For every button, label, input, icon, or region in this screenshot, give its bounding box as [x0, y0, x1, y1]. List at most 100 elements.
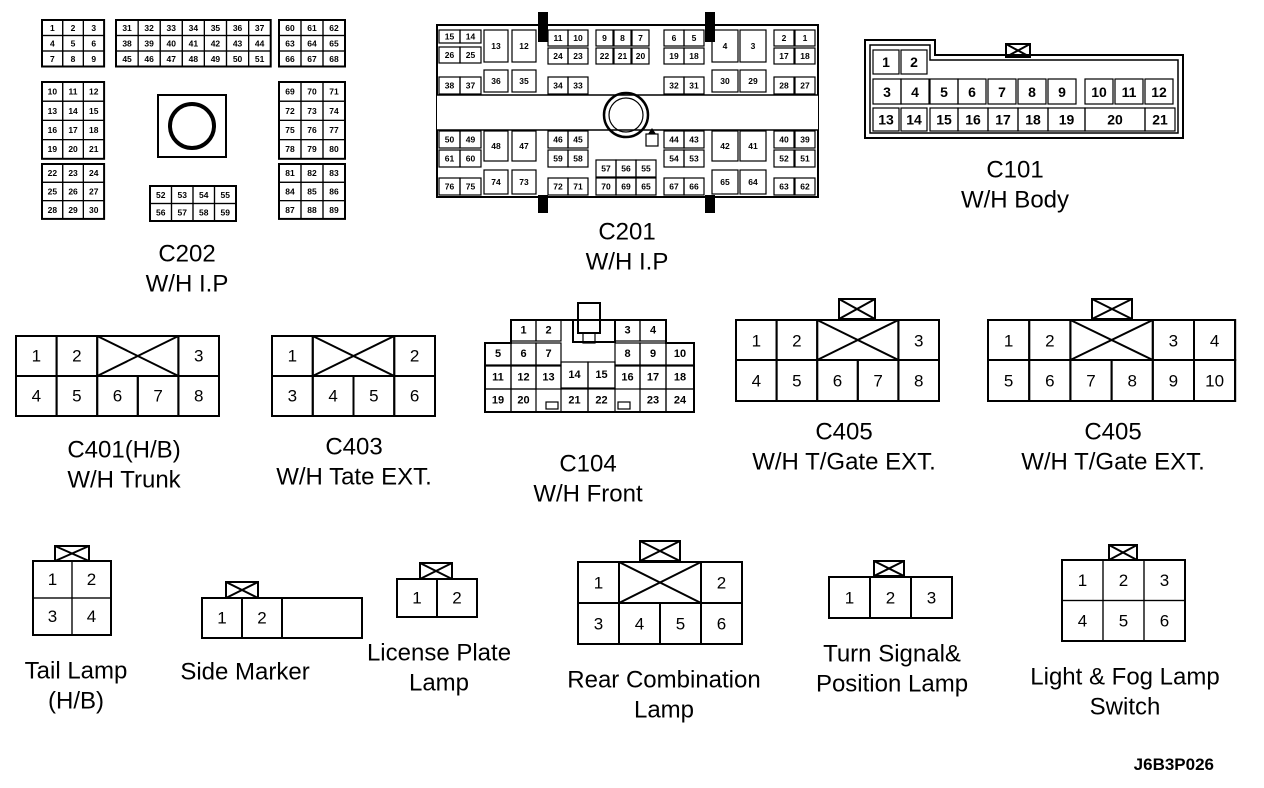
pin-number: 62 [329, 23, 339, 33]
c201-guide-circle [608, 97, 644, 133]
pin-number: 17 [68, 125, 78, 135]
rearcomb-name: Rear Combination [567, 667, 760, 694]
pin-number: 3 [624, 325, 630, 337]
pin-number: 70 [601, 182, 611, 192]
pin-cell [739, 169, 767, 195]
pin-cell [587, 388, 616, 413]
pin-number: 2 [87, 570, 96, 589]
pin-number: 66 [689, 182, 699, 192]
blocked-cross [312, 335, 395, 377]
pin-number: 8 [194, 387, 203, 406]
c101-name: C101 [986, 157, 1043, 184]
pin-cell [510, 388, 537, 413]
pin-cell [82, 139, 105, 160]
pin-cell [683, 76, 705, 95]
latch-cross [873, 560, 905, 577]
c104-name: C104 [559, 451, 616, 478]
pin-number: 8 [1127, 372, 1136, 391]
pin-cell [631, 47, 650, 65]
pin-number: 2 [792, 332, 801, 351]
pin-number: 8 [71, 54, 76, 64]
tail-name: Tail Lamp [25, 658, 128, 685]
pin-number: 23 [573, 51, 583, 61]
pin-number: 64 [748, 177, 758, 187]
pin-number: 7 [153, 387, 162, 406]
pin-number: 58 [573, 154, 583, 164]
pin-number: 59 [221, 207, 231, 217]
pin-number: 3 [48, 607, 57, 626]
pin-number: 14 [466, 32, 476, 42]
pin-number: 65 [329, 38, 339, 48]
pin-number: 29 [748, 76, 758, 86]
pin-number: 27 [800, 81, 810, 91]
pin-number: 19 [1059, 112, 1075, 128]
pin-number: 6 [717, 615, 726, 634]
pin-cell [872, 107, 900, 132]
pin-cell [700, 602, 743, 645]
pin-cell [683, 149, 705, 168]
pin-number: 4 [328, 387, 337, 406]
pin-cell [665, 342, 695, 366]
pin-number: 37 [466, 81, 476, 91]
pin-cell [82, 200, 105, 220]
pin-number: 14 [568, 369, 581, 381]
pin-number: 72 [553, 182, 563, 192]
pin-number: 10 [674, 348, 686, 360]
pin-number: 39 [800, 135, 810, 145]
pin-number: 59 [553, 154, 563, 164]
pin-number: 79 [307, 144, 317, 154]
turn-desc: Position Lamp [816, 671, 968, 698]
pin-number: 6 [113, 387, 122, 406]
c202-name: C202 [158, 241, 215, 268]
pin-cell [1144, 107, 1176, 132]
pin-number: 86 [329, 186, 339, 196]
pin-number: 1 [1078, 571, 1087, 590]
latch-cross [54, 545, 90, 562]
pin-number: 2 [71, 23, 76, 33]
pin-number: 2 [1119, 571, 1128, 590]
c403-name: C403 [325, 434, 382, 461]
pin-number: 30 [720, 76, 730, 86]
pin-cell [711, 69, 739, 93]
pin-number: 49 [466, 135, 476, 145]
pin-cell [897, 359, 941, 402]
pin-number: 46 [144, 54, 154, 64]
c101-outline [864, 39, 1184, 139]
c401-desc: W/H Trunk [67, 467, 181, 494]
pin-number: 83 [329, 168, 339, 178]
pin-number: 3 [914, 332, 923, 351]
pin-number: 63 [285, 38, 295, 48]
pin-number: 5 [71, 38, 76, 48]
license-desc: Lamp [409, 670, 469, 697]
pin-cell [567, 47, 589, 65]
pin-cell [794, 130, 816, 149]
pin-number: 44 [669, 135, 679, 145]
c104-desc: W/H Front [533, 481, 643, 508]
pin-number: 8 [620, 33, 625, 43]
pin-number: 7 [873, 372, 882, 391]
pin-number: 43 [689, 135, 699, 145]
pin-cell [773, 177, 795, 196]
c104-notch [545, 401, 559, 410]
pin-number: 1 [288, 347, 297, 366]
pin-number: 3 [194, 347, 203, 366]
rearcomb-desc: Lamp [634, 697, 694, 724]
pin-cell [711, 130, 739, 162]
pin-number: 32 [669, 81, 679, 91]
pin-number: 28 [779, 81, 789, 91]
pin-number: 71 [573, 182, 583, 192]
pin-number: 73 [307, 106, 317, 116]
blocked-cross [816, 319, 899, 361]
pin-number: 25 [48, 186, 58, 196]
latch-cross [1108, 544, 1138, 561]
pin-number: 33 [167, 23, 177, 33]
c104-latch [577, 302, 601, 334]
pin-number: 22 [595, 395, 607, 407]
pin-number: 3 [883, 84, 891, 100]
pin-cell [739, 69, 767, 93]
pin-number: 37 [255, 23, 265, 33]
pin-number: 33 [573, 81, 583, 91]
pin-number: 76 [307, 125, 317, 135]
pin-number: 17 [995, 112, 1011, 128]
